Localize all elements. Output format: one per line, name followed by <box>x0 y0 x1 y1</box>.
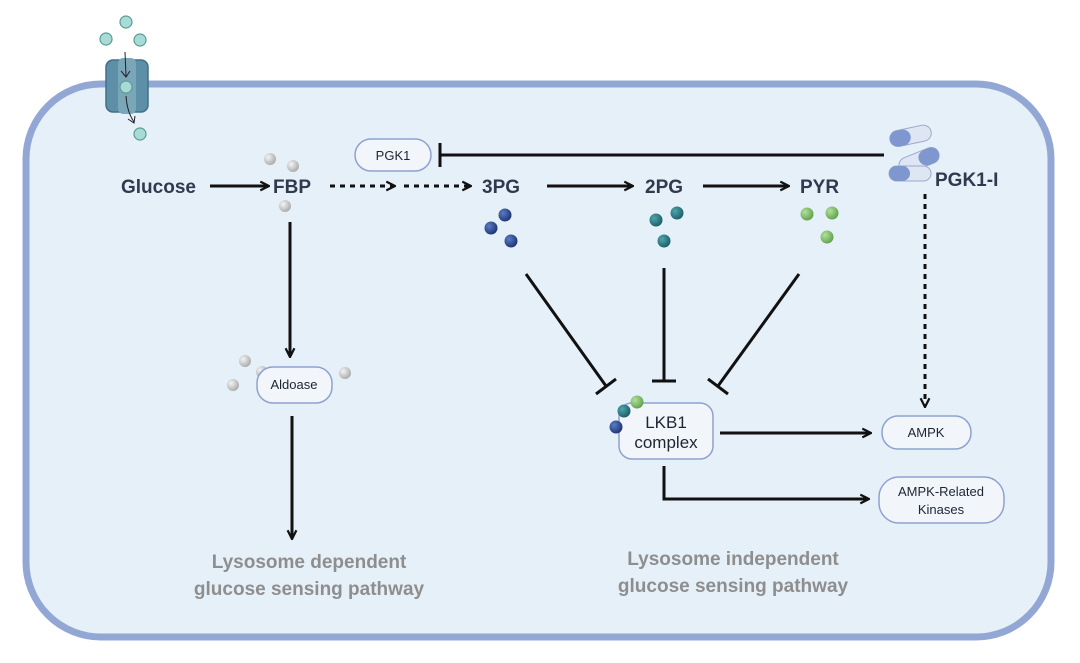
ampk-label: AMPK <box>908 425 945 440</box>
inhibit-3pg-lkb1 <box>524 273 617 396</box>
glucose-transporter-icon <box>99 15 149 141</box>
ampk-box <box>881 415 972 450</box>
pgk1-inhibitor-pill-icon <box>888 124 940 182</box>
independent-pathway-line2: glucose sensing pathway <box>618 576 849 597</box>
pgk1-box <box>354 138 432 172</box>
pyr-label: PYR <box>800 177 839 198</box>
pyr-molecules <box>800 206 839 244</box>
2pg-label: 2PG <box>645 177 683 198</box>
3pg-label: 3PG <box>482 177 520 198</box>
3pg-molecules <box>484 208 518 248</box>
inhibit-pgk1-line <box>438 143 884 167</box>
aldoase-box <box>256 366 333 404</box>
inhibitor-label: PGK1-I <box>935 170 998 191</box>
lkb1-label-line1: LKB1 <box>645 413 687 432</box>
fbp-molecules <box>264 153 299 212</box>
pgk1-label: PGK1 <box>376 148 411 163</box>
dependent-pathway-line1: Lysosome dependent <box>212 552 407 573</box>
2pg-molecules <box>649 206 684 248</box>
lkb1-label-line2: complex <box>634 433 698 452</box>
ampk-related-label-line2: Kinases <box>918 502 965 517</box>
inhibit-2pg-lkb1 <box>652 268 676 383</box>
aldoase-label: Aldoase <box>271 377 318 392</box>
independent-pathway-line1: Lysosome independent <box>627 549 839 570</box>
arrow-lkb1-ampk-related <box>662 466 868 499</box>
ampk-related-label-line1: AMPK-Related <box>898 484 984 499</box>
dependent-pathway-line2: glucose sensing pathway <box>194 579 425 600</box>
ampk-related-box <box>878 476 1005 524</box>
inhibit-pyr-lkb1 <box>707 273 801 396</box>
fbp-label: FBP <box>273 177 311 198</box>
lkb1-bound-molecules <box>609 395 644 434</box>
glucose-label: Glucose <box>121 177 196 198</box>
